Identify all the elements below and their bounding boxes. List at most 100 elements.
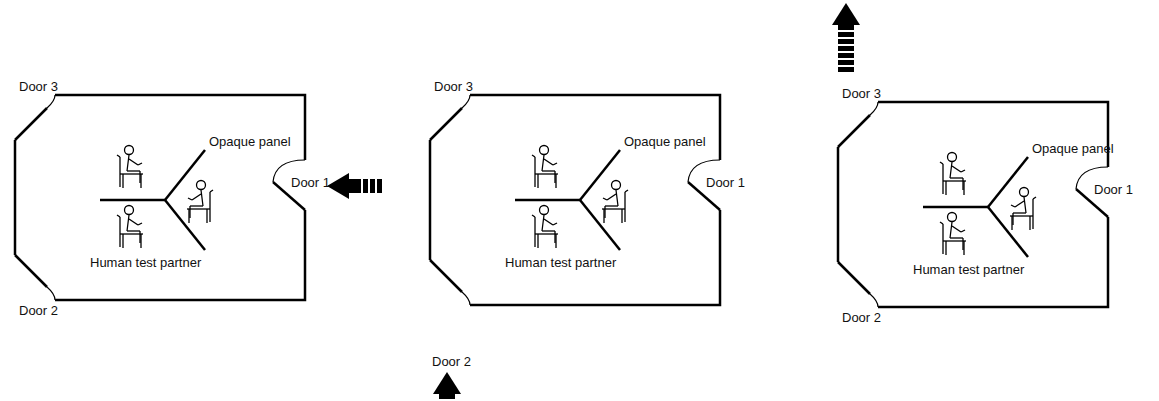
person-stroke bbox=[122, 174, 123, 188]
person-stroke bbox=[553, 223, 557, 225]
person-stroke bbox=[129, 219, 138, 225]
person-stroke bbox=[603, 198, 607, 200]
wall-line bbox=[55, 210, 305, 300]
person-stroke bbox=[138, 223, 142, 225]
door-label: Door 3 bbox=[19, 79, 58, 94]
wall-line bbox=[55, 95, 305, 160]
panel-label: Opaque panel bbox=[624, 134, 706, 149]
person-stroke bbox=[119, 157, 120, 187]
arrow-stripe bbox=[439, 394, 455, 399]
person-stroke bbox=[201, 190, 203, 206]
person-stroke bbox=[625, 190, 628, 192]
direction-arrow bbox=[832, 3, 860, 72]
seated-person bbox=[532, 146, 558, 189]
opaque-panel bbox=[923, 206, 988, 209]
person-stroke bbox=[188, 198, 192, 200]
person-stroke bbox=[542, 155, 544, 171]
person-stroke bbox=[1015, 201, 1024, 207]
panel-label: Opaque panel bbox=[1032, 141, 1114, 156]
person-stroke bbox=[607, 194, 616, 200]
arrow-stripe bbox=[349, 179, 361, 193]
arrow-stripe bbox=[370, 179, 375, 193]
door-swing bbox=[462, 292, 470, 305]
partner-label: Human test partner bbox=[90, 255, 201, 270]
person-stroke bbox=[140, 234, 141, 248]
opaque-panel bbox=[988, 207, 1028, 257]
person-stroke bbox=[127, 170, 140, 171]
person-head bbox=[125, 206, 134, 215]
person-stroke bbox=[945, 181, 946, 195]
person-stroke bbox=[616, 190, 618, 206]
partner-label: Human test partner bbox=[505, 255, 616, 270]
person-head bbox=[948, 153, 957, 162]
person-stroke bbox=[119, 217, 120, 247]
person-stroke bbox=[1013, 212, 1026, 213]
person-stroke bbox=[542, 215, 544, 231]
person-stroke bbox=[945, 241, 946, 255]
seated-person bbox=[1010, 188, 1036, 231]
person-stroke bbox=[190, 205, 203, 206]
panel-label: Opaque panel bbox=[209, 134, 291, 149]
opaque-panel bbox=[165, 200, 205, 250]
door-label: Door 2 bbox=[19, 303, 58, 318]
wall-line bbox=[837, 147, 840, 262]
seated-person bbox=[940, 153, 966, 196]
person-stroke bbox=[950, 222, 952, 238]
person-head bbox=[125, 146, 134, 155]
person-stroke bbox=[1011, 205, 1015, 207]
person-stroke bbox=[950, 162, 952, 178]
person-stroke bbox=[209, 192, 210, 222]
person-stroke bbox=[127, 215, 129, 231]
person-stroke bbox=[963, 181, 964, 195]
opaque-panel bbox=[515, 199, 580, 202]
wall-line bbox=[878, 217, 1108, 307]
person-stroke bbox=[950, 177, 963, 178]
person-stroke bbox=[950, 237, 963, 238]
wall-line bbox=[429, 140, 432, 260]
person-stroke bbox=[210, 190, 213, 192]
door-label: Door 2 bbox=[432, 354, 471, 369]
door-leaf bbox=[838, 262, 870, 294]
person-stroke bbox=[206, 209, 207, 223]
person-stroke bbox=[537, 174, 538, 188]
arrow-stripe bbox=[838, 67, 854, 72]
person-stroke bbox=[1029, 216, 1030, 230]
person-stroke bbox=[621, 209, 622, 223]
arrow-stripe bbox=[838, 53, 854, 58]
opaque-panel bbox=[580, 150, 620, 200]
person-stroke bbox=[542, 230, 555, 231]
person-stroke bbox=[961, 170, 965, 172]
seated-person bbox=[532, 206, 558, 249]
opaque-panel bbox=[165, 150, 205, 200]
person-stroke bbox=[963, 241, 964, 255]
person-stroke bbox=[961, 230, 965, 232]
person-stroke bbox=[129, 159, 138, 165]
direction-arrow bbox=[433, 372, 461, 401]
person-stroke bbox=[555, 234, 556, 248]
door-label: Door 1 bbox=[1094, 182, 1133, 197]
person-stroke bbox=[605, 205, 618, 206]
door-label: Door 2 bbox=[842, 310, 881, 325]
arrow-head bbox=[433, 372, 461, 394]
person-stroke bbox=[1024, 197, 1026, 213]
person-stroke bbox=[534, 157, 535, 187]
person-head bbox=[1020, 188, 1029, 197]
door-label: Door 3 bbox=[434, 79, 473, 94]
seated-person bbox=[602, 181, 628, 224]
seated-person bbox=[117, 206, 143, 249]
door-swing bbox=[462, 95, 470, 108]
person-stroke bbox=[122, 234, 123, 248]
person-stroke bbox=[544, 159, 553, 165]
person-head bbox=[948, 213, 957, 222]
door-leaf bbox=[430, 260, 462, 292]
arrow-stripe bbox=[838, 60, 854, 65]
arrow-stripe bbox=[838, 39, 854, 44]
door-leaf bbox=[838, 115, 870, 147]
door-leaf bbox=[15, 255, 47, 287]
person-stroke bbox=[140, 174, 141, 188]
partner-label: Human test partner bbox=[913, 262, 1024, 277]
door-swing bbox=[870, 294, 878, 307]
person-stroke bbox=[542, 170, 555, 171]
person-stroke bbox=[942, 164, 943, 194]
